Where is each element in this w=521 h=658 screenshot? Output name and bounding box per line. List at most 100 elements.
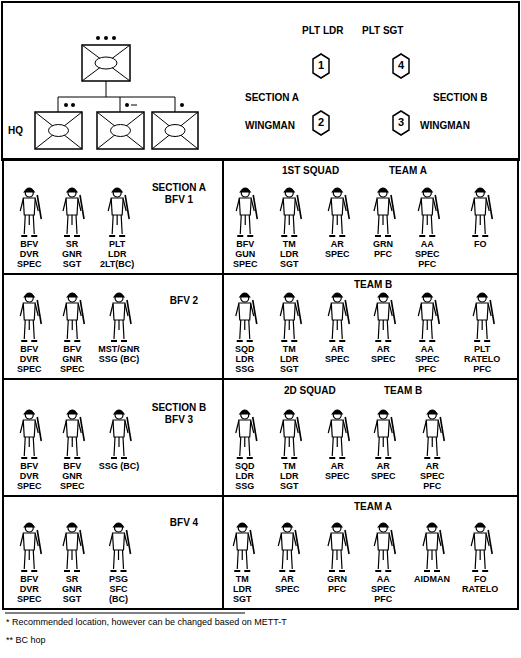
soldier-legs xyxy=(332,550,342,569)
soldier-label: AR SPEC xyxy=(371,344,396,364)
soldier-helmet xyxy=(422,293,432,297)
soldier-head xyxy=(379,189,387,197)
soldier-figures xyxy=(222,378,519,497)
soldier-helmet xyxy=(378,293,388,297)
soldier-rifle xyxy=(253,195,257,219)
soldier-rifle xyxy=(127,417,131,441)
soldier-head xyxy=(379,411,387,419)
soldier-boots xyxy=(375,340,391,342)
soldier-rifle xyxy=(440,530,444,554)
soldier-figure xyxy=(63,410,84,458)
soldier-legs xyxy=(378,320,388,339)
soldier-arms xyxy=(423,534,441,546)
soldier-figure xyxy=(418,293,439,341)
soldier-head xyxy=(285,294,293,302)
soldier-boots xyxy=(472,235,488,237)
soldier-helmet xyxy=(24,410,34,414)
soldier-rifle xyxy=(391,300,395,324)
soldier-torso xyxy=(421,303,433,320)
soldier-boots xyxy=(329,457,345,459)
soldier-legs xyxy=(475,215,485,234)
soldier-rifle xyxy=(80,530,84,554)
position-label: WINGMAN xyxy=(420,120,470,132)
soldier-boots xyxy=(329,340,345,342)
soldier-head xyxy=(25,524,33,532)
soldier-helmet xyxy=(67,523,77,527)
section-heading: TEAM B xyxy=(384,385,422,397)
soldier-figure xyxy=(374,188,395,236)
soldier-arms xyxy=(236,304,254,316)
soldier-torso xyxy=(113,303,125,320)
soldier-arms xyxy=(374,199,392,211)
soldier-torso xyxy=(66,420,78,437)
soldier-legs xyxy=(422,215,432,234)
soldier-figure xyxy=(63,523,84,571)
soldier-rifle xyxy=(435,300,439,324)
soldier-rifle xyxy=(488,195,492,219)
soldier-torso xyxy=(66,533,78,550)
soldier-torso xyxy=(377,303,389,320)
soldier-head xyxy=(68,294,76,302)
crew-cell: SECTION B BFV 3BFV DVR SPECBFV GNR SPECS… xyxy=(2,378,224,497)
soldier-label: PSG SFC (BC) xyxy=(109,574,128,604)
soldier-helmet xyxy=(24,293,34,297)
soldier-head xyxy=(379,294,387,302)
hexagon-shape xyxy=(313,54,329,78)
soldier-helmet xyxy=(67,188,77,192)
soldier-arms xyxy=(63,421,81,433)
soldier-label: AA SPEC PFC xyxy=(415,344,440,374)
soldier-label: BFV GUN SPEC xyxy=(233,239,258,269)
soldier-arms xyxy=(473,304,491,316)
soldier-head xyxy=(285,189,293,197)
soldier-boots xyxy=(474,340,490,342)
hexagon-shape xyxy=(313,111,329,135)
crew-cell: BFV 2BFV DVR SPECBFV GNR SPECMST/GNR SSG… xyxy=(2,273,224,380)
soldier-head xyxy=(423,189,431,197)
soldier-arms xyxy=(418,199,436,211)
position-label: SECTION A xyxy=(245,92,299,104)
soldier-torso xyxy=(283,420,295,437)
soldier-figure xyxy=(374,410,395,458)
soldier-figure xyxy=(236,293,257,341)
soldier-helmet xyxy=(240,410,250,414)
soldier-boots xyxy=(281,340,297,342)
soldier-torso xyxy=(236,533,248,550)
soldier-torso xyxy=(476,303,488,320)
soldier-torso xyxy=(23,533,35,550)
soldier-label: BFV GNR SPEC xyxy=(60,344,85,374)
soldier-torso xyxy=(283,303,295,320)
soldier-figure xyxy=(20,293,41,341)
soldier-boots xyxy=(424,457,440,459)
soldier-legs xyxy=(67,550,77,569)
soldier-label: BFV GNR SPEC xyxy=(60,461,85,491)
soldier-boots xyxy=(64,457,80,459)
soldier-arms xyxy=(236,421,254,433)
soldier-torso xyxy=(474,533,486,550)
soldier-rifle xyxy=(253,300,257,324)
soldier-rifle xyxy=(391,195,395,219)
soldier-legs xyxy=(114,320,124,339)
soldier-legs xyxy=(240,320,250,339)
soldier-rifle xyxy=(391,530,395,554)
callout-number: 1 xyxy=(312,59,330,72)
vehicle-marker: 4 xyxy=(392,53,410,79)
soldier-boots xyxy=(472,570,488,572)
soldier-helmet xyxy=(422,188,432,192)
soldier-arms xyxy=(108,199,126,211)
soldier-helmet xyxy=(332,188,342,192)
soldier-rifle xyxy=(440,417,444,441)
crew-cell: TEAM BSQD LDR SSGTM LDR SGTAR SPECAR SPE… xyxy=(222,273,519,380)
soldier-rifle xyxy=(345,195,349,219)
hexagon-shape xyxy=(393,54,409,78)
position-label: SECTION B xyxy=(433,92,487,104)
soldier-label: AA SPEC PFC xyxy=(415,239,440,269)
soldier-helmet xyxy=(284,410,294,414)
soldier-torso xyxy=(239,198,251,215)
soldier-helmet xyxy=(284,293,294,297)
soldier-figure xyxy=(471,188,492,236)
soldier-torso xyxy=(23,198,35,215)
soldier-legs xyxy=(378,550,388,569)
soldier-legs xyxy=(240,215,250,234)
soldier-label: GRN PFC xyxy=(373,239,393,259)
soldier-rifle xyxy=(345,417,349,441)
